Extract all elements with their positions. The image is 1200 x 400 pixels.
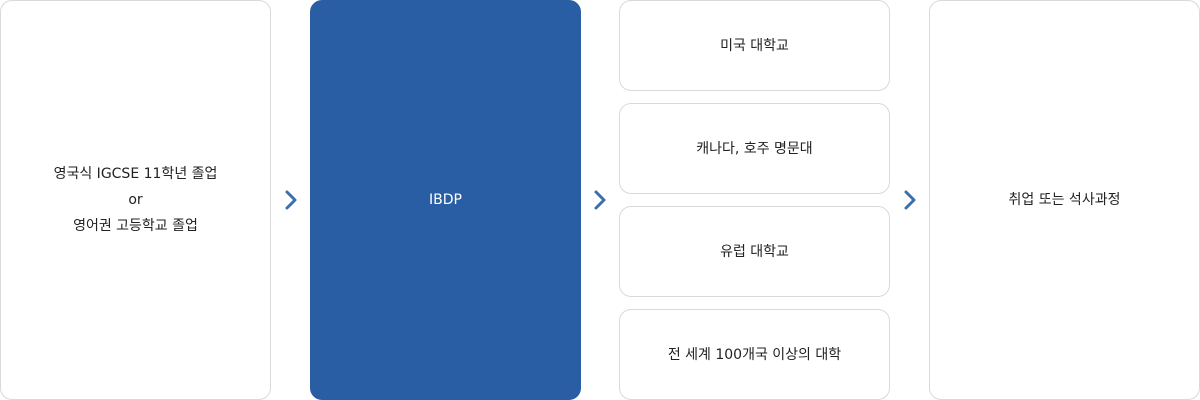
destination-item: 전 세계 100개국 이상의 대학 (619, 309, 890, 400)
destination-box: 전 세계 100개국 이상의 대학 (619, 309, 890, 400)
program-label: IBDP (429, 192, 462, 208)
destination-box: 미국 대학교 (619, 0, 890, 91)
destination-box: 캐나다, 호주 명문대 (619, 103, 890, 194)
outcome-box: 취업 또는 석사과정 (929, 0, 1200, 400)
destination-label: 전 세계 100개국 이상의 대학 (667, 346, 842, 363)
chevron-right-icon (284, 187, 298, 213)
destination-label: 미국 대학교 (720, 37, 789, 54)
destination-item: 캐나다, 호주 명문대 (619, 103, 890, 194)
start-box: 영국식 IGCSE 11학년 졸업 or 영어권 고등학교 졸업 (0, 0, 271, 400)
destination-item: 유럽 대학교 (619, 206, 890, 297)
chevron-right-icon (593, 187, 607, 213)
start-text: 영국식 IGCSE 11학년 졸업 or 영어권 고등학교 졸업 (54, 161, 218, 239)
start-line-3: 영어권 고등학교 졸업 (73, 218, 198, 234)
destination-item: 미국 대학교 (619, 0, 890, 91)
chevron-right-icon (903, 187, 917, 213)
program-box: IBDP (310, 0, 581, 400)
start-line-2: or (128, 192, 143, 208)
destination-label: 캐나다, 호주 명문대 (696, 140, 813, 157)
destination-list: 미국 대학교 캐나다, 호주 명문대 유럽 대학교 전 세계 100개국 이상의… (619, 0, 890, 400)
destination-label: 유럽 대학교 (720, 243, 789, 260)
outcome-label: 취업 또는 석사과정 (1008, 192, 1121, 208)
destination-box: 유럽 대학교 (619, 206, 890, 297)
start-line-1: 영국식 IGCSE 11학년 졸업 (53, 166, 218, 182)
